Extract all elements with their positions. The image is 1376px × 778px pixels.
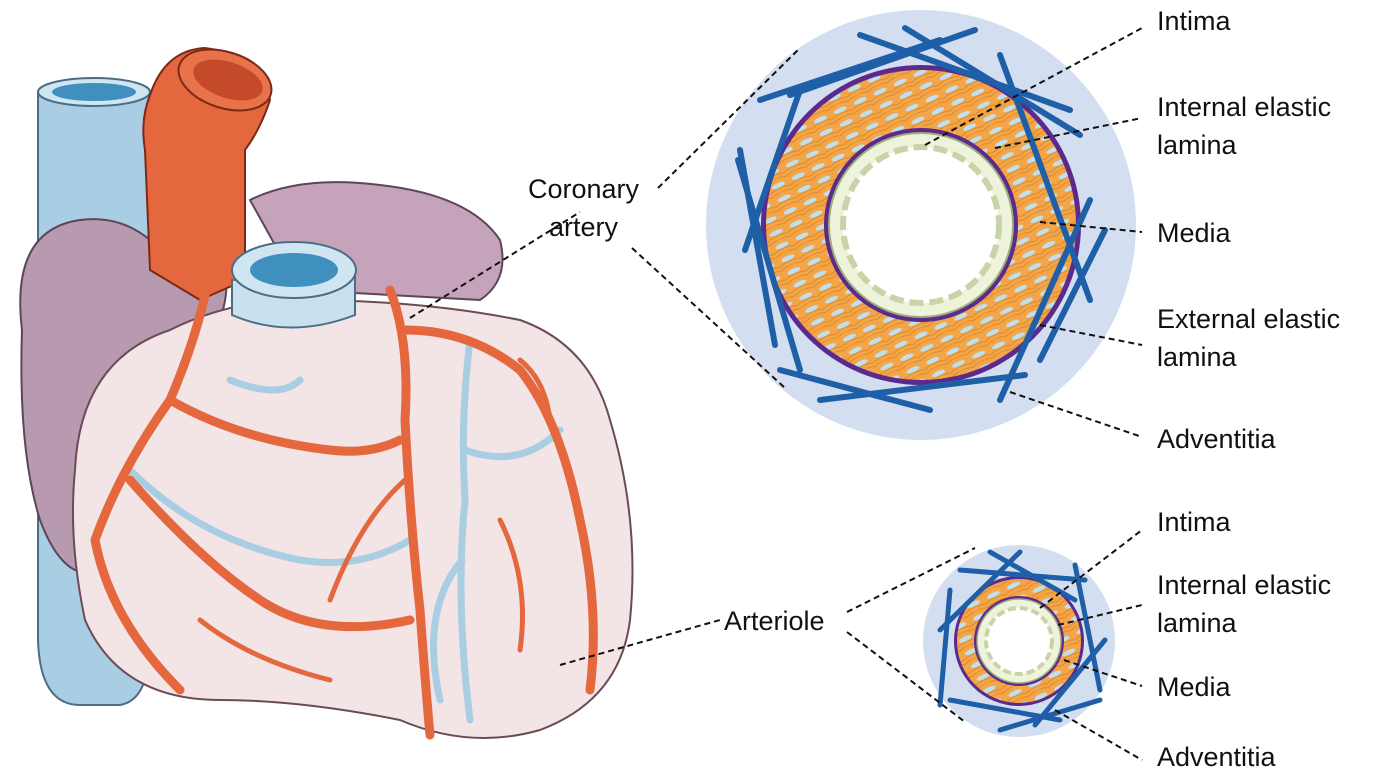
arteriole-collagen-fibers bbox=[937, 549, 1108, 733]
coronary-internal-elastic-lamina-line-1: Internal elastic bbox=[1157, 92, 1332, 122]
coronary-external-elastic-lamina-line-2: lamina bbox=[1157, 342, 1237, 372]
arteriole-media-label: Media bbox=[1157, 672, 1231, 702]
coronary-artery-cross-section bbox=[706, 10, 1136, 440]
coronary-artery-label: Coronary artery bbox=[528, 170, 639, 246]
coronary-external-elastic-lamina-line-1: External elastic bbox=[1157, 304, 1341, 334]
coronary-adventitia-label: Adventitia bbox=[1157, 424, 1276, 454]
arteriole-label: Arteriole bbox=[724, 606, 825, 636]
arteriole-adventitia-label: Adventitia bbox=[1157, 742, 1276, 772]
arteriole-internal-elastic-lamina-line-1: Internal elastic bbox=[1157, 570, 1332, 600]
coronary-external-elastic-lamina-label: External elastic lamina bbox=[1157, 300, 1340, 376]
coronary-artery-label-line-2: artery bbox=[549, 212, 619, 242]
arteriole-cross-section bbox=[923, 545, 1115, 737]
coronary-internal-elastic-lamina-label: Internal elastic lamina bbox=[1157, 88, 1331, 164]
coronary-media-label: Media bbox=[1157, 218, 1231, 248]
leader-lines bbox=[409, 27, 1143, 761]
coronary-intima-label: Intima bbox=[1157, 6, 1231, 36]
coronary-internal-elastic-lamina-line-2: lamina bbox=[1157, 130, 1237, 160]
arteriole-intima-label: Intima bbox=[1157, 507, 1231, 537]
arteriole-internal-elastic-lamina-label: Internal elastic lamina bbox=[1157, 566, 1331, 642]
arteriole-internal-elastic-lamina-line-2: lamina bbox=[1157, 608, 1237, 638]
coronary-artery-label-line-1: Coronary bbox=[528, 174, 640, 204]
heart-illustration bbox=[19, 46, 634, 740]
